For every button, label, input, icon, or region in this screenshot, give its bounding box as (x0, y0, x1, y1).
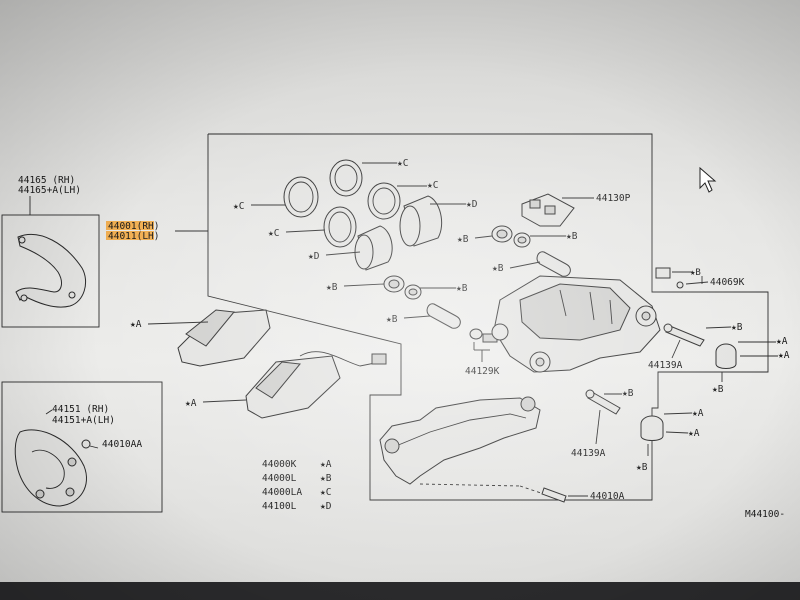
kit-legend: 44000K ★A 44000L ★B 44000LA ★C 44100L ★D (262, 459, 332, 512)
marker-b-11: ★B (636, 462, 648, 473)
shield-label-lh: 44165+A(LH) (18, 185, 81, 196)
piston-icon (354, 195, 443, 271)
seal-ring-icon (283, 159, 401, 248)
monitor-bezel (0, 582, 800, 600)
marker-c-4: ★C (268, 228, 279, 239)
marker-c-3: ★C (233, 201, 244, 212)
bolt-icon (81, 439, 99, 449)
marker-a-4: ★A (688, 428, 700, 439)
caliper-body-icon (491, 275, 661, 373)
marker-b-6: ★B (386, 314, 398, 325)
figure-code: M44100- (745, 509, 785, 520)
support-bolt-icon (541, 487, 567, 503)
sensor-label: 44130P (596, 193, 631, 204)
caliper-label-rh[interactable]: 44001(RH) (108, 221, 159, 232)
shield-box (1, 214, 100, 328)
marker-a-1: ★A (776, 336, 788, 347)
marker-b-7: ★B (690, 268, 701, 278)
pin-boot-lower-icon (640, 415, 664, 441)
shield-label-rh: 44165 (RH) (18, 175, 75, 186)
legend-mark-2: ★B (320, 473, 332, 484)
legend-mark-1: ★A (320, 459, 332, 470)
plate-label-lh: 44151+A(LH) (52, 415, 115, 426)
marker-a-5: ★A (130, 319, 142, 330)
pin-label-top: 44139A (648, 360, 683, 371)
caliper-support-icon (379, 396, 541, 485)
slide-pin-lower-icon (585, 389, 621, 415)
highlight-rh (106, 221, 154, 230)
bolt-label-44010A: 44010A (590, 491, 625, 502)
marker-b-10: ★B (622, 388, 634, 399)
marker-a-2: ★A (778, 350, 790, 361)
marker-b-8: ★B (731, 322, 743, 333)
marker-b-5: ★B (456, 283, 468, 294)
marker-b-4: ★B (326, 282, 338, 293)
mouse-cursor-icon (699, 166, 717, 193)
legend-code-2: 44000L (262, 473, 297, 484)
legend-code-4: 44100L (262, 501, 297, 512)
back-plate-box (1, 381, 163, 513)
back-plate-icon (14, 429, 87, 507)
pin-boot-icon (715, 343, 737, 369)
clip-label: 44069K (710, 277, 745, 288)
dust-shield-icon (15, 233, 86, 308)
marker-a-3: ★A (692, 408, 704, 419)
highlight-lh (106, 231, 154, 240)
pin-label-bottom: 44139A (571, 448, 606, 459)
slide-pin-icon (663, 323, 705, 347)
bleeder-icon (469, 328, 498, 343)
clip-icon (655, 267, 684, 289)
legend-code-1: 44000K (262, 459, 297, 470)
marker-b-2: ★B (566, 231, 578, 242)
marker-b-3: ★B (492, 263, 504, 274)
brake-pad-lower-icon (245, 351, 387, 419)
legend-mark-4: ★D (320, 501, 332, 512)
plate-label-rh: 44151 (RH) (52, 404, 109, 415)
marker-d-2: ★D (308, 251, 320, 262)
marker-a-6: ★A (185, 398, 197, 409)
boot-icon (383, 225, 571, 329)
marker-c-2: ★C (427, 180, 438, 191)
brake-pad-upper-icon (177, 309, 271, 367)
bolt-label-44010AA: 44010AA (102, 439, 142, 450)
bleeder-label: 44129K (465, 366, 500, 377)
pad-sensor-icon (521, 193, 575, 227)
legend-mark-3: ★C (320, 487, 331, 498)
caliper-group-box (207, 133, 769, 501)
legend-code-3: 44000LA (262, 487, 302, 498)
marker-d-1: ★D (466, 199, 478, 210)
caliper-label-lh[interactable]: 44011(LH) (108, 231, 159, 242)
marker-c-1: ★C (397, 158, 408, 169)
marker-b-1: ★B (457, 234, 469, 245)
marker-b-9: ★B (712, 384, 724, 395)
